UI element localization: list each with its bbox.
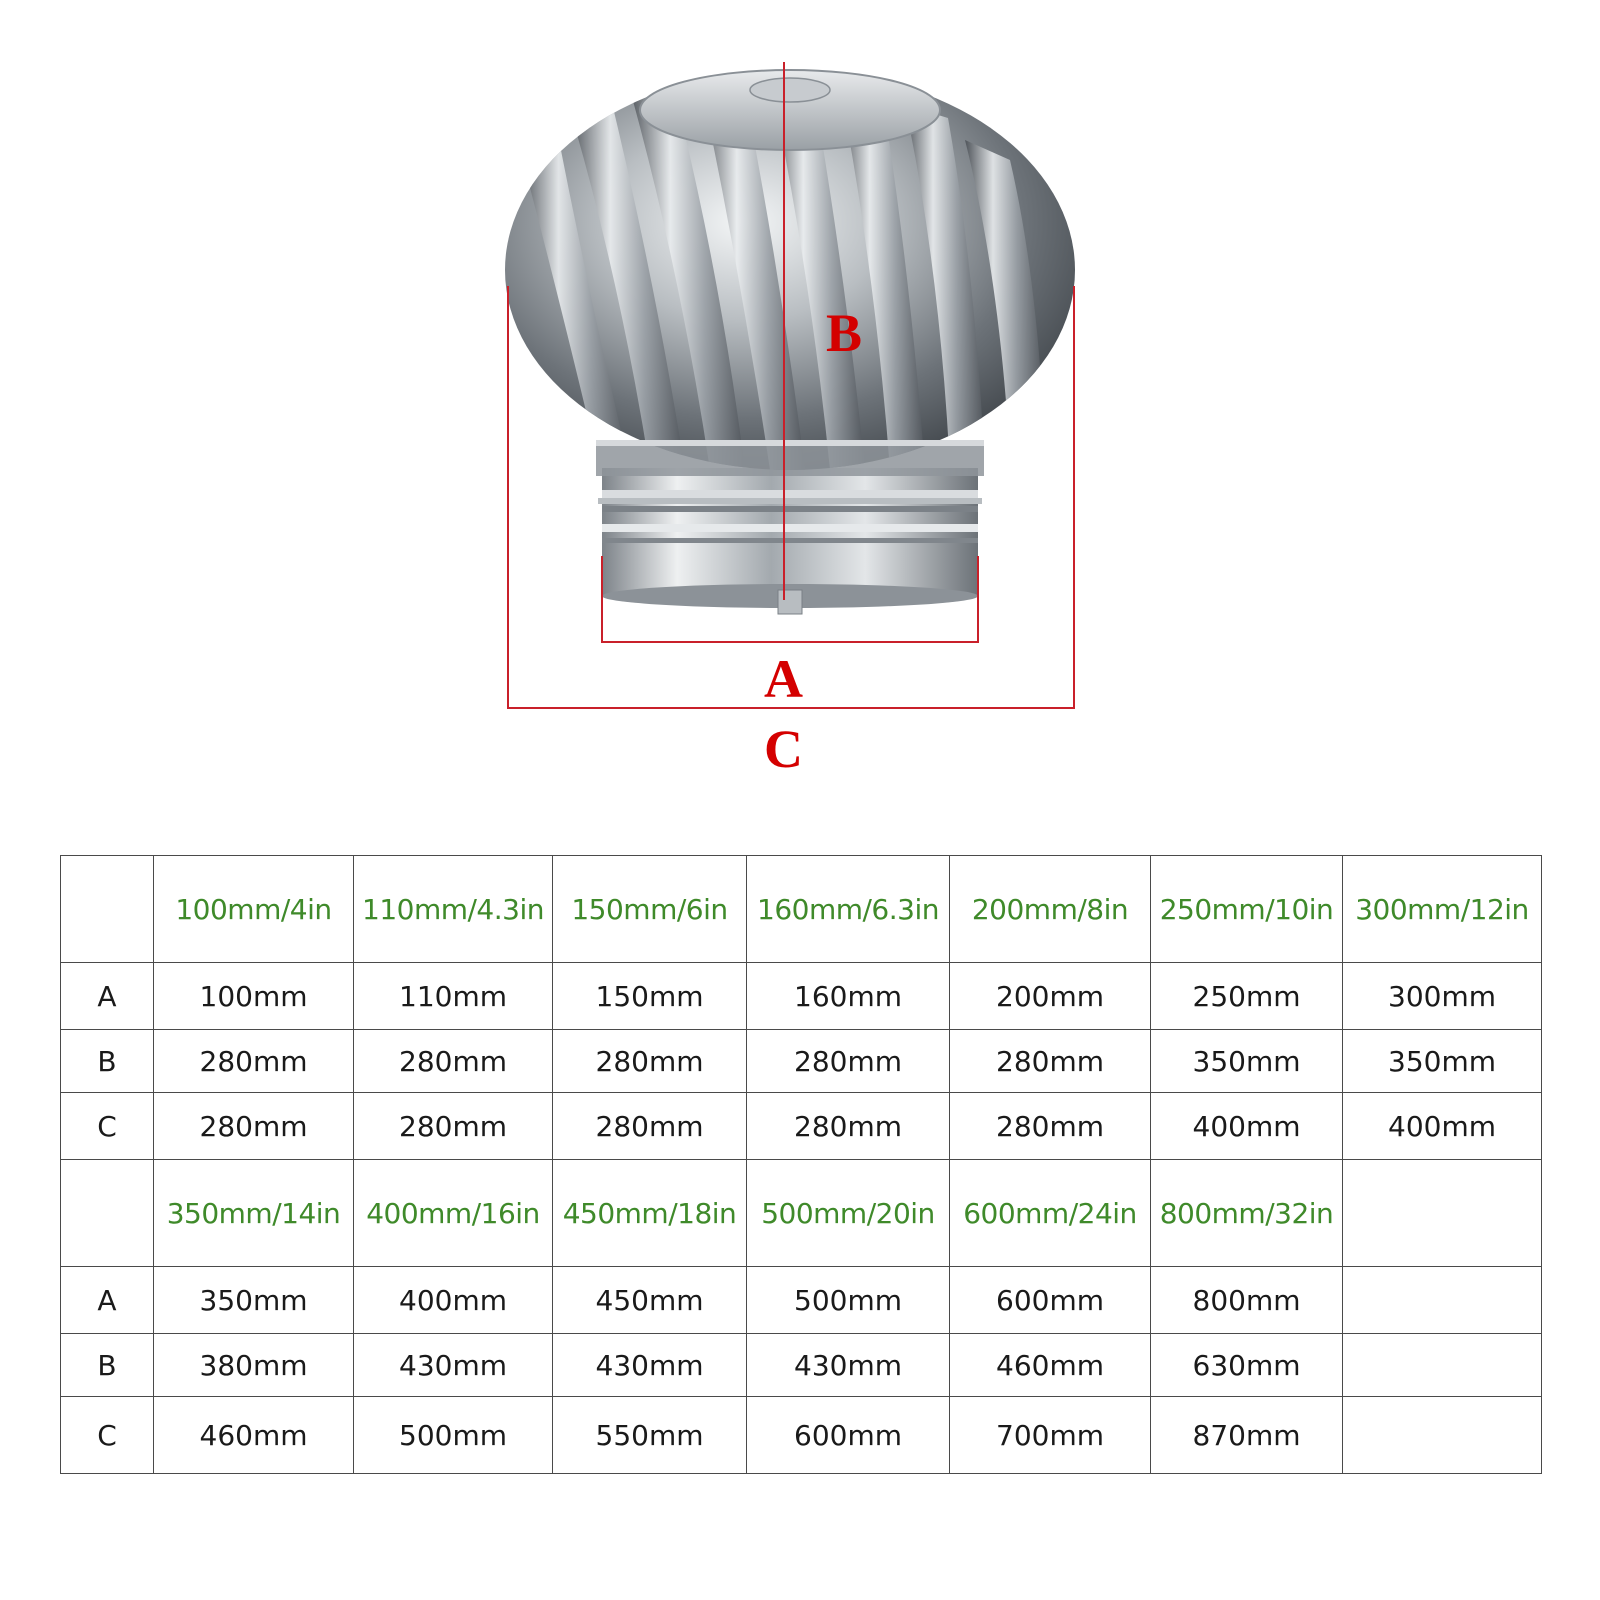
table-cell: 280mm — [746, 1029, 950, 1093]
table-cell: 400mm — [353, 1266, 553, 1334]
table-row: A 100mm 110mm 150mm 160mm 200mm 250mm 30… — [60, 962, 1542, 1030]
size-spec-table: 100mm/4in 110mm/4.3in 150mm/6in 160mm/6.… — [60, 855, 1542, 1474]
row-label: C — [60, 1396, 154, 1474]
table-cell: 700mm — [949, 1396, 1151, 1474]
turbine-ventilator-figure: B A C — [505, 62, 1075, 779]
table-cell: 600mm — [746, 1396, 950, 1474]
table-cell: 460mm — [949, 1333, 1151, 1397]
row-label: B — [60, 1333, 154, 1397]
row-label: B — [60, 1029, 154, 1093]
size-header-cell: 110mm/4.3in — [353, 855, 553, 963]
turbine-dome — [505, 69, 1075, 476]
table-cell: 150mm — [552, 962, 747, 1030]
base-collar — [598, 468, 982, 615]
table-cell: 430mm — [353, 1333, 553, 1397]
size-header-cell: 200mm/8in — [949, 855, 1151, 963]
table-cell: 600mm — [949, 1266, 1151, 1334]
size-header-cell: 500mm/20in — [746, 1159, 950, 1267]
dimension-b-label: B — [826, 303, 863, 363]
table-cell: 870mm — [1150, 1396, 1343, 1474]
table-cell: 350mm — [153, 1266, 354, 1334]
table-cell: 630mm — [1150, 1333, 1343, 1397]
empty-cell — [1342, 1159, 1542, 1267]
table-row: C 280mm 280mm 280mm 280mm 280mm 400mm 40… — [60, 1092, 1542, 1160]
size-header-cell: 600mm/24in — [949, 1159, 1151, 1267]
table-cell: 550mm — [552, 1396, 747, 1474]
empty-cell — [1342, 1266, 1542, 1334]
dimension-c-line — [507, 286, 1075, 709]
size-header-cell: 250mm/10in — [1150, 855, 1343, 963]
table-cell: 200mm — [949, 962, 1151, 1030]
table-cell: 280mm — [552, 1029, 747, 1093]
table-cell: 110mm — [353, 962, 553, 1030]
size-header-row: 100mm/4in 110mm/4.3in 150mm/6in 160mm/6.… — [60, 855, 1542, 963]
table-cell: 500mm — [353, 1396, 553, 1474]
row-label: C — [60, 1092, 154, 1160]
dimension-a-line — [601, 556, 979, 643]
size-header-cell: 300mm/12in — [1342, 855, 1542, 963]
size-header-cell: 100mm/4in — [153, 855, 354, 963]
dimension-a-label: A — [764, 649, 803, 709]
size-header-cell: 160mm/6.3in — [746, 855, 950, 963]
table-cell: 350mm — [1342, 1029, 1542, 1093]
empty-cell — [1342, 1396, 1542, 1474]
table-cell: 380mm — [153, 1333, 354, 1397]
dimension-lines — [507, 62, 1075, 709]
table-cell: 300mm — [1342, 962, 1542, 1030]
empty-cell — [60, 855, 154, 963]
table-cell: 280mm — [153, 1092, 354, 1160]
table-cell: 400mm — [1342, 1092, 1542, 1160]
table-row: B 380mm 430mm 430mm 430mm 460mm 630mm — [60, 1333, 1542, 1397]
table-cell: 280mm — [353, 1029, 553, 1093]
size-header-cell: 150mm/6in — [552, 855, 747, 963]
row-label: A — [60, 962, 154, 1030]
table-cell: 280mm — [949, 1029, 1151, 1093]
table-row: B 280mm 280mm 280mm 280mm 280mm 350mm 35… — [60, 1029, 1542, 1093]
table-row: C 460mm 500mm 550mm 600mm 700mm 870mm — [60, 1396, 1542, 1474]
table-cell: 800mm — [1150, 1266, 1343, 1334]
table-cell: 430mm — [552, 1333, 747, 1397]
table-cell: 460mm — [153, 1396, 354, 1474]
table-cell: 280mm — [552, 1092, 747, 1160]
turbine-ventilator-illustration — [505, 62, 1075, 709]
empty-cell — [1342, 1333, 1542, 1397]
dimension-c-label: C — [764, 719, 803, 779]
table-cell: 350mm — [1150, 1029, 1343, 1093]
table-cell: 450mm — [552, 1266, 747, 1334]
size-header-cell: 800mm/32in — [1150, 1159, 1343, 1267]
size-header-cell: 450mm/18in — [552, 1159, 747, 1267]
table-cell: 430mm — [746, 1333, 950, 1397]
size-header-cell: 400mm/16in — [353, 1159, 553, 1267]
size-header-cell: 350mm/14in — [153, 1159, 354, 1267]
table-row: A 350mm 400mm 450mm 500mm 600mm 800mm — [60, 1266, 1542, 1334]
table-cell: 500mm — [746, 1266, 950, 1334]
table-cell: 280mm — [153, 1029, 354, 1093]
size-header-row: 350mm/14in 400mm/16in 450mm/18in 500mm/2… — [60, 1159, 1542, 1267]
table-cell: 280mm — [949, 1092, 1151, 1160]
row-label: A — [60, 1266, 154, 1334]
table-cell: 400mm — [1150, 1092, 1343, 1160]
table-cell: 250mm — [1150, 962, 1343, 1030]
table-cell: 280mm — [353, 1092, 553, 1160]
table-cell: 160mm — [746, 962, 950, 1030]
table-cell: 280mm — [746, 1092, 950, 1160]
empty-cell — [60, 1159, 154, 1267]
table-cell: 100mm — [153, 962, 354, 1030]
